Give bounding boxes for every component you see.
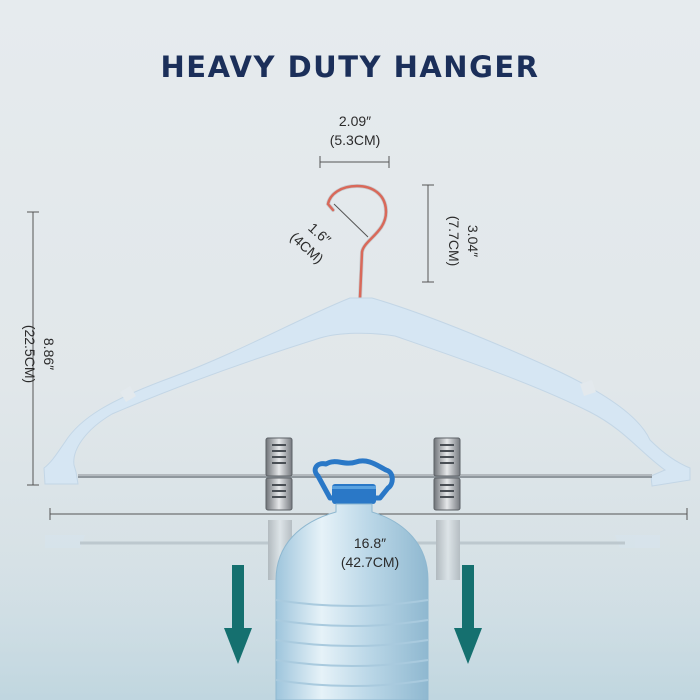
down-arrow-icon [224,565,252,664]
length-label: 16.8″ (42.7CM) [320,534,420,572]
bottle-handle [312,458,395,501]
hook-height-inch: 3.04″ [465,224,481,258]
dimension-lines [27,156,688,520]
hook-height-label: 3.04″ (7.7CM) [444,191,482,291]
total-height-cm: (22.5CM) [22,324,38,384]
hanger-notch [120,386,136,402]
length-cm: (42.7CM) [340,554,400,570]
right-clip [433,437,461,511]
down-arrow-icon [454,565,482,664]
length-inch: 16.8″ [353,535,387,551]
left-clip [265,437,293,511]
hook-height-cm: (7.7CM) [446,215,462,267]
hook-width-cm: (5.3CM) [329,132,381,148]
hook-width-inch: 2.09″ [338,113,372,129]
hanger-notch [580,380,596,396]
hanger-body [43,297,691,487]
total-height-label: 8.86″ (22.5CM) [20,304,58,404]
hook-width-label: 2.09″ (5.3CM) [310,112,400,150]
water-bottle [275,458,429,700]
page-title: HEAVY DUTY HANGER [160,50,540,84]
total-height-inch: 8.86″ [41,337,57,371]
